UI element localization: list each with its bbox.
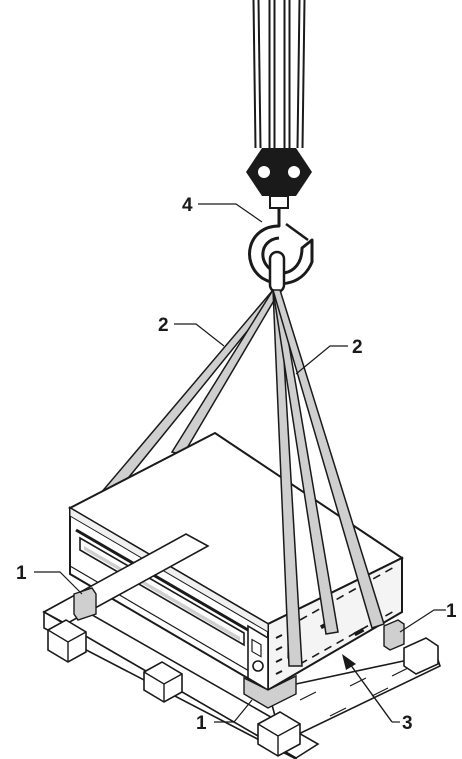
hook-block <box>246 148 312 209</box>
support-pad-front <box>243 674 297 709</box>
crane-hook <box>248 208 314 286</box>
callout-1-bottom: 1 <box>196 713 207 734</box>
rope-right <box>296 0 306 149</box>
callout-1-right: 1 <box>446 601 457 622</box>
sling-front-right <box>271 289 385 629</box>
pallet-block-far-right <box>403 637 439 675</box>
pallet-block-middle <box>143 661 183 703</box>
control-panel <box>247 624 269 692</box>
callout-leaders <box>34 203 446 723</box>
arrow-3 <box>342 654 393 723</box>
callout-labels: 4 2 2 1 1 1 3 <box>16 195 457 734</box>
callout-2-right: 2 <box>352 337 363 358</box>
crane-ropes <box>252 0 306 149</box>
callout-3: 3 <box>402 713 413 734</box>
support-pads <box>73 587 405 709</box>
sling-back-center <box>170 289 281 456</box>
pallet-block-right <box>257 711 301 757</box>
sling-ring <box>268 250 286 294</box>
callout-2-left: 2 <box>158 315 169 336</box>
callout-4: 4 <box>182 195 193 216</box>
support-pad-right <box>383 619 405 651</box>
pallet-block-left <box>47 619 87 663</box>
lifting-slings-front <box>271 288 385 667</box>
control-knob <box>252 660 264 672</box>
callout-1-left: 1 <box>16 563 27 584</box>
rope-left <box>252 0 262 149</box>
support-pad-left <box>73 587 97 621</box>
